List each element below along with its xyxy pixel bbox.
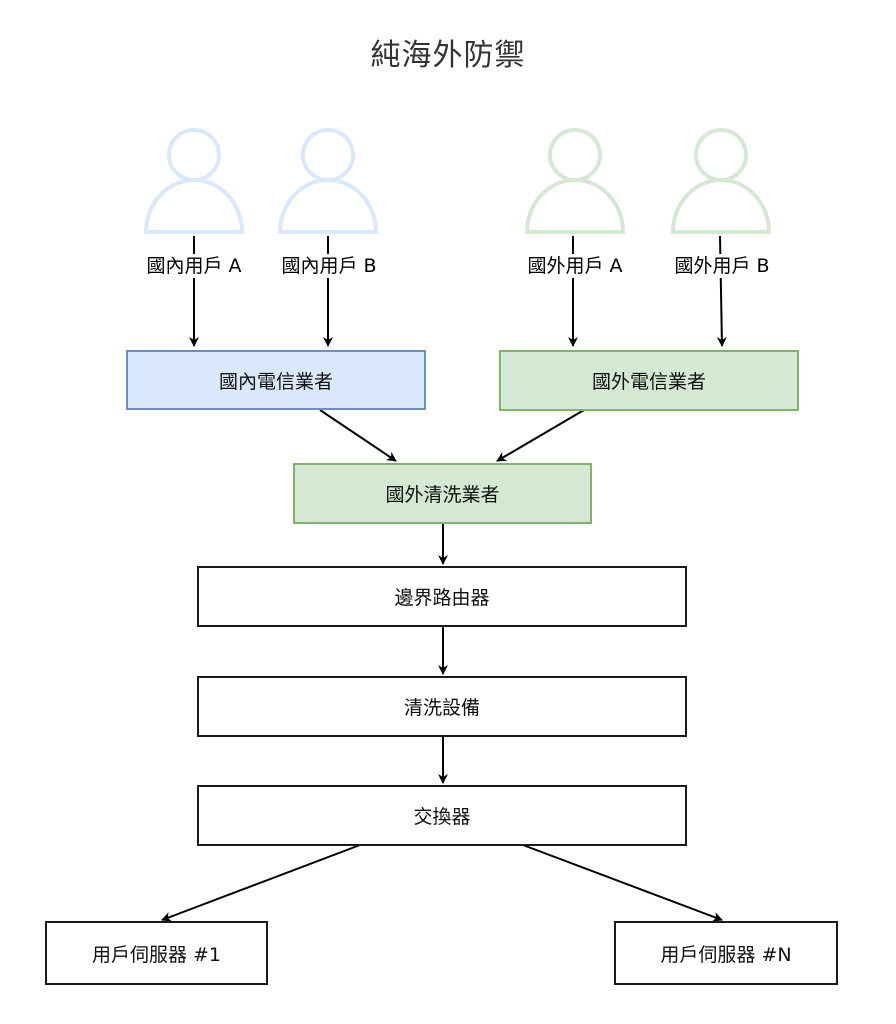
node-switch[interactable]: 交換器 [197,785,687,846]
node-label: 邊界路由器 [394,587,490,609]
user-icon [277,128,379,234]
user-icon [670,128,772,234]
node-domestic-telecom[interactable]: 國內電信業者 [126,350,426,410]
actor-label-foreign-user-b: 國外用戶 B [657,254,787,278]
node-foreign-telecom[interactable]: 國外電信業者 [499,350,799,411]
user-icon [143,128,245,234]
edge-foreign-telecom-to-scrubbing [496,409,585,462]
node-foreign-scrubbing-provider[interactable]: 國外清洗業者 [293,463,592,524]
edge-foreign-user-b-to-foreign-telecom [716,235,727,347]
actor-label-foreign-user-a: 國外用戶 A [510,254,640,278]
actor-label-domestic-user-b: 國內用戶 B [264,254,394,278]
node-server-1[interactable]: 用戶伺服器 #1 [45,921,268,985]
edge-domestic-telecom-to-scrubbing [319,409,397,462]
node-server-n[interactable]: 用戶伺服器 #N [614,921,838,985]
node-border-router[interactable]: 邊界路由器 [197,566,687,627]
node-label: 國外電信業者 [591,371,706,393]
node-label: 清洗設備 [403,697,480,719]
edge-switch-to-server-1 [161,844,361,922]
node-label: 國內電信業者 [218,370,333,393]
node-scrubbing-device[interactable]: 清洗設備 [197,676,687,737]
node-label: 用戶伺服器 #1 [91,943,222,966]
actor-label-domestic-user-a: 國內用戶 A [129,254,259,278]
node-label: 用戶伺服器 #N [660,943,792,966]
diagram-title: 純海外防禦 [370,38,526,73]
user-icon [524,128,626,234]
node-label: 國外清洗業者 [385,484,500,506]
edge-switch-to-server-n [522,844,723,922]
node-label: 交換器 [413,806,471,828]
